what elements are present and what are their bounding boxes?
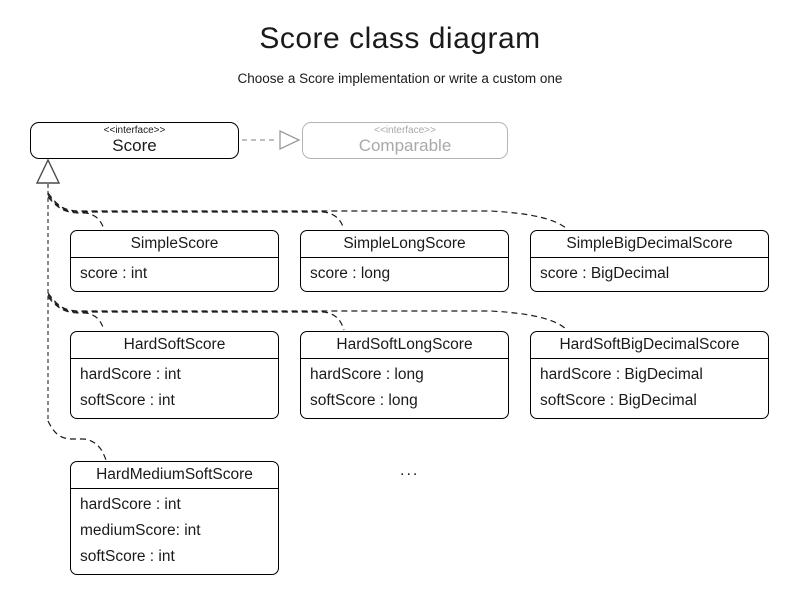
- class-hardmediumsoftscore[interactable]: HardMediumSoftScore hardScore : int medi…: [70, 461, 279, 575]
- class-attribute: hardScore : BigDecimal: [540, 366, 703, 383]
- class-title: HardSoftScore: [71, 332, 278, 359]
- class-attribute: score : BigDecimal: [540, 265, 670, 282]
- class-title: HardMediumSoftScore: [71, 462, 278, 489]
- class-hardsoftlongscore[interactable]: HardSoftLongScore hardScore : long softS…: [300, 331, 509, 419]
- class-attributes: score : int: [71, 258, 278, 291]
- more-implementations-ellipsis: ...: [400, 462, 420, 479]
- connector-simple-bigdec-score: [47, 192, 568, 230]
- class-simplescore[interactable]: SimpleScore score : int: [70, 230, 279, 292]
- connector-hardsoft-bigdec-score: [47, 292, 568, 331]
- class-attribute: score : int: [80, 265, 148, 282]
- comparable-name: Comparable: [358, 136, 452, 155]
- class-title: SimpleLongScore: [301, 231, 508, 258]
- class-attribute: softScore : BigDecimal: [540, 392, 697, 409]
- class-title: HardSoftBigDecimalScore: [531, 332, 768, 359]
- comparable-arrowhead-icon: [279, 129, 301, 151]
- connector-hardmediumsoft-score: [47, 420, 107, 461]
- connector-simple-score: [47, 196, 105, 230]
- class-title: SimpleBigDecimalScore: [531, 231, 768, 258]
- class-attribute: softScore : long: [310, 392, 418, 409]
- class-attribute: hardScore : int: [80, 366, 181, 383]
- class-attribute: hardScore : int: [80, 496, 181, 513]
- interface-comparable[interactable]: <<interface>> Comparable: [302, 122, 508, 159]
- interface-score[interactable]: <<interface>> Score: [30, 122, 239, 159]
- class-attribute: mediumScore: int: [80, 522, 201, 539]
- class-hardsoftscore[interactable]: HardSoftScore hardScore : int softScore …: [70, 331, 279, 419]
- class-attribute: softScore : int: [80, 392, 175, 409]
- class-attributes: score : long: [301, 258, 508, 291]
- comparable-stereotype: <<interface>>: [374, 125, 436, 136]
- class-title: SimpleScore: [71, 231, 278, 258]
- class-attributes: hardScore : long softScore : long: [301, 359, 508, 418]
- generalization-triangle-icon: [35, 158, 61, 184]
- class-title: HardSoftLongScore: [301, 332, 508, 359]
- page-subtitle: Choose a Score implementation or write a…: [237, 71, 563, 86]
- class-attribute: hardScore : long: [310, 366, 424, 383]
- class-attribute: softScore : int: [80, 548, 175, 565]
- connector-hardsoft-long-score: [47, 294, 345, 331]
- page-title: Score class diagram: [259, 22, 541, 55]
- class-hardsoftbigdecimalscore[interactable]: HardSoftBigDecimalScore hardScore : BigD…: [530, 331, 769, 419]
- score-name: Score: [112, 136, 157, 155]
- class-attributes: hardScore : int softScore : int: [71, 359, 278, 418]
- score-stereotype: <<interface>>: [103, 125, 166, 136]
- class-attributes: score : BigDecimal: [531, 258, 768, 291]
- connector-hardsoft-score: [47, 296, 105, 331]
- class-attributes: hardScore : int mediumScore: int softSco…: [71, 489, 278, 574]
- class-attribute: score : long: [310, 265, 391, 282]
- class-simplebigdecimalscore[interactable]: SimpleBigDecimalScore score : BigDecimal: [530, 230, 769, 292]
- class-attributes: hardScore : BigDecimal softScore : BigDe…: [531, 359, 768, 418]
- class-simplelongscore[interactable]: SimpleLongScore score : long: [300, 230, 509, 292]
- connector-simple-long-score: [47, 194, 345, 230]
